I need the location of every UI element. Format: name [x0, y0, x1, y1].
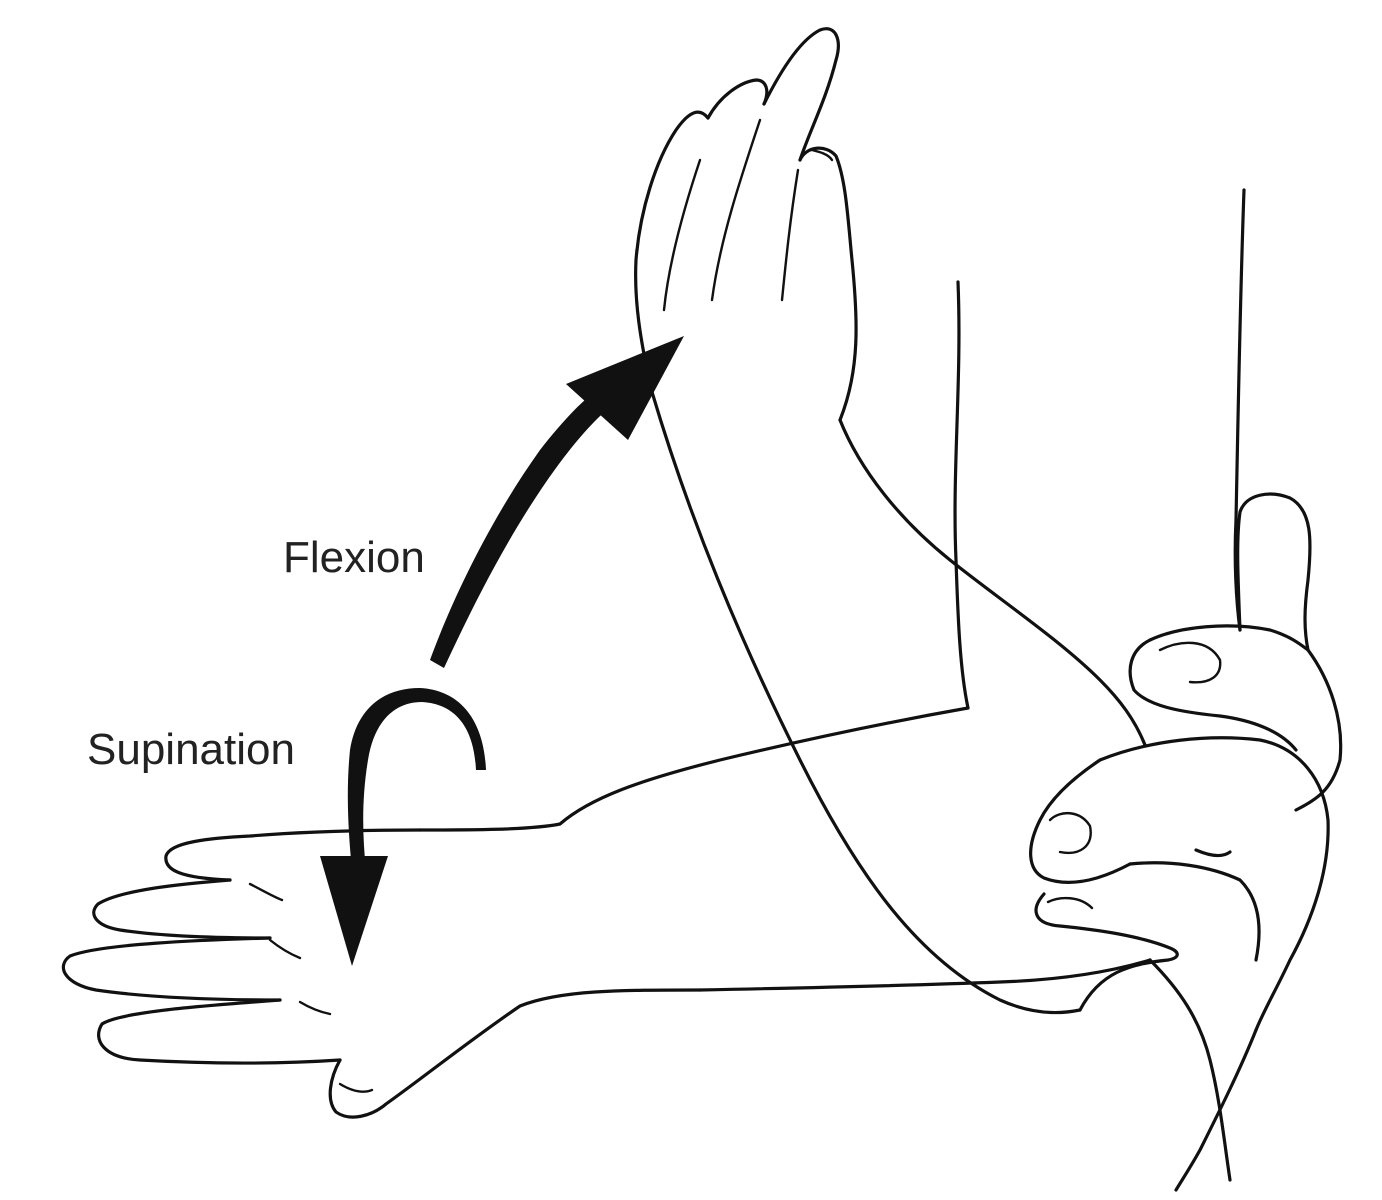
supination-label: Supination: [87, 725, 295, 774]
upper-arm-outline: [953, 188, 1246, 710]
examiner-hands: [1029, 492, 1343, 1192]
curved-arrow-up-right-icon: [430, 336, 684, 668]
raised-forearm-and-hand: [418, 27, 1147, 1015]
extended-forearm-and-hand: [61, 828, 1152, 1119]
flexion-label: Flexion: [283, 533, 425, 582]
curved-arrow-down-icon: [320, 688, 486, 966]
